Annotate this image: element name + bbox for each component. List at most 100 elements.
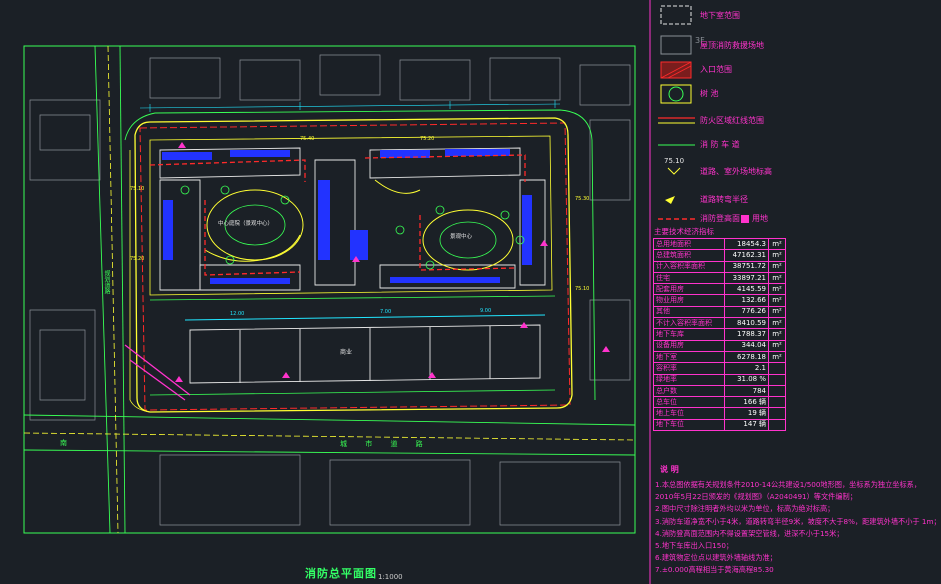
table-cell-value: 2.1	[723, 362, 770, 375]
garden-a-label: 中心庭院（景观中心）	[218, 221, 274, 227]
svg-text:75.30: 75.30	[575, 196, 589, 202]
table-cell-value: 47162.31	[723, 249, 770, 262]
table-cell-unit	[768, 396, 786, 409]
note-line: 2010年5月22日颁发的《规划图》（A2040491）等文件编制；	[655, 492, 857, 502]
legend-label-fire-lane: 消 防 车 道	[700, 140, 740, 149]
table-cell-label: 地下车库	[653, 328, 725, 341]
legend-swatch-radius	[665, 196, 675, 204]
table-cell-label: 设备用房	[653, 339, 725, 352]
table-cell-value: 19 辆	[723, 407, 770, 420]
dimension-label-1: 12.00	[230, 311, 245, 317]
table-cell-value: 8410.59	[723, 317, 770, 330]
table-cell-unit: m²	[768, 339, 786, 352]
dimension-line	[184, 314, 546, 321]
site-road-south	[149, 295, 556, 301]
commercial-block	[189, 324, 541, 384]
legend-number-roof: 3F	[695, 36, 705, 45]
note-line: 2.图中尺寸除注明者外均以米为单位，标高为绝对标高；	[655, 504, 835, 514]
site-road-south-2	[149, 389, 556, 396]
dimension-label-2: 7.00	[380, 309, 392, 315]
table-cell-value: 147 辆	[723, 418, 770, 432]
entrance-ramp	[124, 344, 191, 396]
table-cell-label: 地下室	[653, 350, 725, 364]
inner-lane	[149, 135, 553, 296]
table-cell-unit: m²	[768, 317, 786, 330]
fire-rescue-zones	[149, 154, 526, 276]
legend-label-radius: 道路转弯半径	[700, 195, 748, 204]
table-cell-value: 4145.59	[723, 283, 770, 296]
city-road-label: 城 市 道 路	[340, 440, 431, 448]
legend-number-elevation: 75.10	[664, 157, 685, 165]
table-cell-label: 总用地面积	[653, 237, 725, 251]
table-cell-value: 344.04	[723, 339, 770, 352]
table-cell-value: 784	[723, 384, 770, 398]
drawing-scale: 1:1000	[378, 573, 403, 581]
legend-label-entrance: 入口范围	[700, 65, 732, 74]
road-centerlines	[23, 45, 636, 534]
table-cell-unit: m²	[768, 260, 786, 273]
svg-text:75.10: 75.10	[130, 186, 144, 192]
note-line: 3.消防车道净宽不小于4米，道路转弯半径9米，坡度不大于8%，距建筑外墙不小于 …	[655, 516, 941, 526]
table-cell-unit	[768, 418, 786, 432]
parking-blocks	[162, 149, 532, 284]
legend-label-elevation: 道路、室外场地标高	[700, 167, 772, 176]
legend-swatch-roof	[660, 35, 692, 55]
legend-swatch-fire-zone	[658, 117, 695, 124]
legend-swatch-basement	[660, 5, 692, 25]
notes-list: 1.本总图依据有关规划条件2010-14公共建设1/500地形图，坐标系为独立坐…	[655, 480, 941, 578]
garden-paths	[224, 204, 497, 259]
table-title: 主要技术经济指标	[654, 227, 714, 236]
drawing-title: 消防总平面图	[305, 567, 377, 580]
residential-buildings	[159, 147, 546, 291]
table-cell-unit: m²	[768, 271, 786, 285]
table-cell-unit: m²	[768, 294, 786, 307]
table-cell-unit	[768, 373, 786, 386]
table-cell-unit: m²	[768, 350, 786, 364]
fire-lane	[134, 117, 573, 413]
legend-label-tree: 树 池	[700, 89, 719, 98]
table-cell-value: 18454.3	[723, 237, 770, 251]
table-cell-unit: m²	[768, 328, 786, 341]
trees	[180, 185, 525, 270]
legend-label-climbing-extra: 用地	[752, 214, 768, 223]
table-cell-label: 住宅	[653, 271, 725, 285]
table-cell-unit	[768, 362, 786, 375]
south-road-label: 南	[60, 439, 67, 447]
table-cell-unit	[768, 407, 786, 420]
table-cell-label: 总车位	[653, 396, 725, 409]
site-boundary	[139, 122, 571, 411]
note-line: 4.消防登高面范围内不得设置架空管线，进深不小于15米；	[655, 528, 844, 538]
table-cell-value: 132.66	[723, 294, 770, 307]
svg-text:75.20: 75.20	[420, 136, 434, 142]
table-cell-unit	[768, 384, 786, 398]
legend-label-climbing-face: 消防登高面	[700, 214, 740, 223]
table-cell-value: 38751.72	[723, 260, 770, 273]
table-cell-label: 总建筑面积	[653, 249, 725, 262]
legend-swatch-elevation	[667, 167, 681, 175]
note-line: 7.±0.000高程相当于黄海高程85.30	[655, 565, 774, 575]
table-cell-value: 33897.21	[723, 271, 770, 285]
table-cell-value: 1788.37	[723, 328, 770, 341]
gardens	[204, 179, 514, 271]
table-cell-value: 166 辆	[723, 396, 770, 409]
table-cell-label: 绿地率	[653, 373, 725, 386]
table-cell-value: 31.08 %	[723, 373, 770, 386]
entrance-ramp-2	[129, 359, 186, 401]
svg-text:75.40: 75.40	[300, 136, 314, 142]
table-cell-value: 6278.18	[723, 350, 770, 364]
